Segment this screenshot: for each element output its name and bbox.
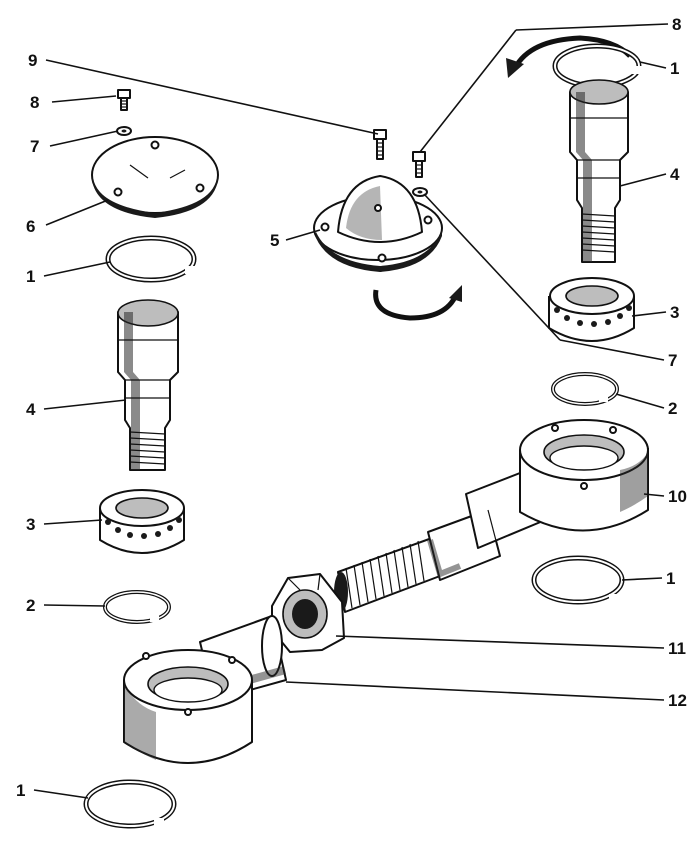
callout-12: 12 bbox=[668, 691, 687, 710]
bolt-center bbox=[373, 129, 387, 160]
callout-9: 9 bbox=[28, 51, 37, 70]
callout-2-right: 2 bbox=[668, 399, 677, 418]
callout-1-right-bottom: 1 bbox=[666, 569, 675, 588]
leader-lines bbox=[33, 23, 669, 799]
hex-nut bbox=[271, 573, 345, 653]
callout-1-left: 1 bbox=[26, 267, 35, 286]
callout-8-left: 8 bbox=[30, 93, 39, 112]
callout-3-left: 3 bbox=[26, 515, 35, 534]
snap-ring-bottom-left bbox=[83, 779, 177, 829]
snap-ring-right-lower bbox=[551, 372, 619, 406]
callout-7-left: 7 bbox=[30, 137, 39, 156]
callout-2-left: 2 bbox=[26, 596, 35, 615]
kingpin-left bbox=[117, 299, 179, 471]
callout-1-right-top: 1 bbox=[670, 59, 679, 78]
callout-11: 11 bbox=[668, 639, 686, 658]
bolt-left bbox=[117, 89, 131, 111]
snap-ring-left-upper bbox=[105, 235, 197, 283]
bolt-right bbox=[412, 151, 426, 178]
cover-plate bbox=[91, 136, 219, 218]
snap-ring-left-lower bbox=[103, 590, 171, 624]
washer-right bbox=[412, 187, 428, 197]
callout-numbers: 9 8 7 6 1 4 3 2 1 5 8 1 4 3 7 2 10 1 11 … bbox=[16, 15, 687, 800]
dome-cap bbox=[313, 175, 443, 272]
tie-rod-end-right bbox=[334, 419, 649, 613]
callout-7-right: 7 bbox=[668, 351, 677, 370]
callout-5: 5 bbox=[270, 231, 279, 250]
tie-rod-end-left bbox=[123, 615, 287, 764]
bearing-left bbox=[99, 489, 185, 554]
callout-8-right: 8 bbox=[672, 15, 681, 34]
callout-4-left: 4 bbox=[26, 400, 36, 419]
rotation-arrow-upper bbox=[506, 35, 632, 78]
snap-ring-right-bottom bbox=[531, 555, 625, 605]
callout-6: 6 bbox=[26, 217, 35, 236]
callout-1-bottom: 1 bbox=[16, 781, 25, 800]
washer-left bbox=[116, 126, 132, 136]
callout-4-right: 4 bbox=[670, 165, 680, 184]
bearing-right bbox=[548, 277, 635, 342]
callout-10: 10 bbox=[668, 487, 687, 506]
rotation-arrow-lower bbox=[373, 285, 462, 321]
callout-3-right: 3 bbox=[670, 303, 679, 322]
kingpin-right bbox=[569, 79, 629, 263]
